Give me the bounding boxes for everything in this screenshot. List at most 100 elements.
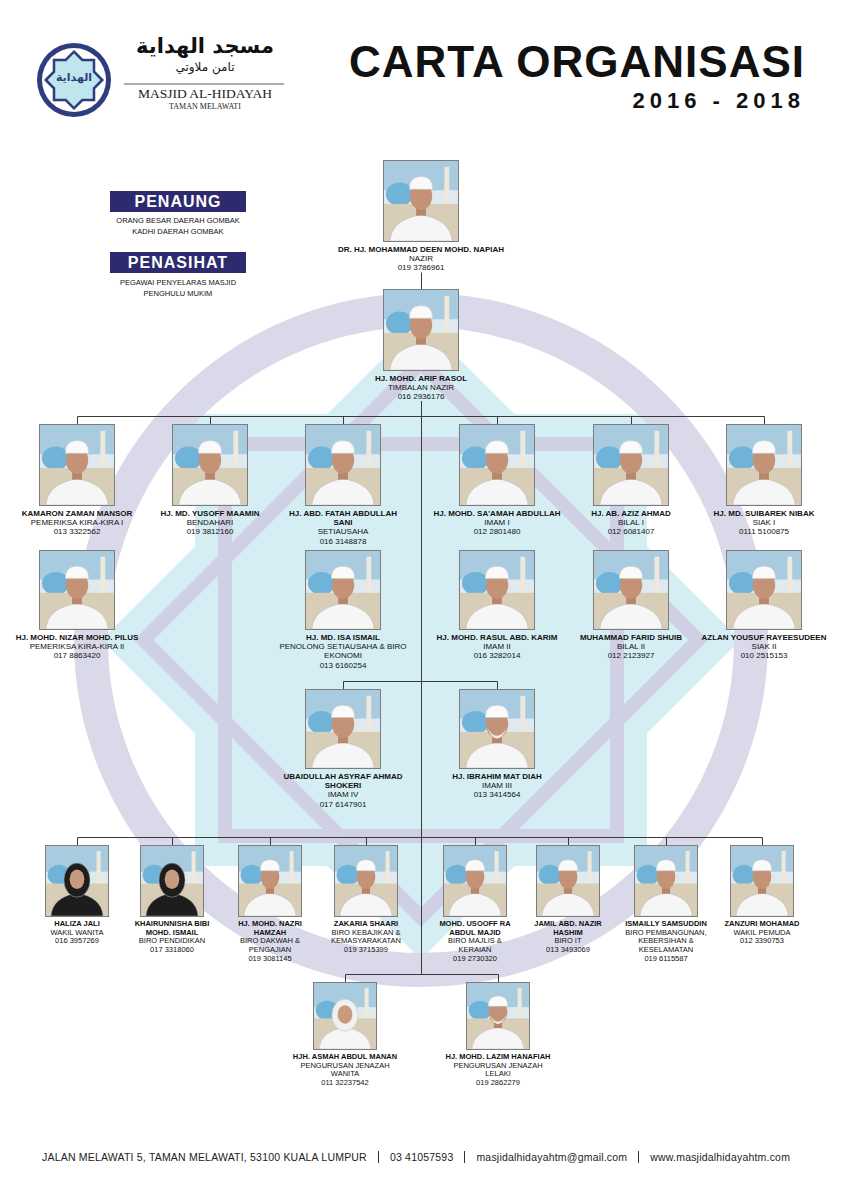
person-name: HALIZA JALI bbox=[33, 920, 121, 929]
photo-sky bbox=[460, 690, 534, 768]
portrait-photo bbox=[726, 424, 802, 506]
role-title: NAZIR bbox=[321, 254, 521, 263]
section-item: ORANG BESAR DAERAH GOMBAK bbox=[88, 217, 268, 226]
person-body bbox=[472, 1027, 524, 1049]
mosque-dome bbox=[596, 572, 623, 595]
mosque-minaret bbox=[444, 167, 449, 210]
person-body bbox=[600, 479, 662, 505]
person-name: KHAIRUNNISHA BIBI MOHD. ISMAIL bbox=[128, 920, 216, 937]
person-card: DR. HJ. MOHAMMAD DEEN MOHD. NAPIAHNAZIR0… bbox=[321, 160, 521, 273]
phone-number: 010 2515153 bbox=[700, 651, 828, 660]
person-body bbox=[733, 479, 795, 505]
phone-number: 017 3318060 bbox=[128, 946, 216, 955]
mosque-minaret bbox=[686, 851, 690, 889]
connector-line bbox=[422, 402, 667, 845]
logo-rule bbox=[124, 84, 284, 85]
portrait-photo bbox=[536, 845, 600, 917]
person-card: MOHD. USOOFF RA ABDUL MAJIDBIRO MAJLIS &… bbox=[431, 845, 519, 963]
portrait-image bbox=[727, 551, 801, 629]
photo-sky bbox=[537, 846, 599, 916]
mosque-dome bbox=[729, 446, 756, 469]
person-name: HJ. MOHD. ARIF RASOL bbox=[321, 374, 521, 383]
footer-text: masjidalhidayahtm@gmail.com bbox=[464, 1151, 638, 1163]
mosque-dome bbox=[539, 865, 562, 885]
kopiah-cap bbox=[752, 860, 772, 871]
emblem-ring bbox=[42, 48, 106, 112]
connector-line bbox=[422, 402, 569, 845]
phone-number: 019 3812160 bbox=[146, 527, 274, 536]
kopiah-cap bbox=[619, 566, 642, 578]
phone-number: 012 3390753 bbox=[718, 937, 806, 946]
person-body bbox=[390, 344, 452, 370]
person-card: HJ. MOHD. RASUL ABD. KARIMIMAM II016 328… bbox=[433, 550, 561, 661]
person-name: HJ. MD. ISA ISMAIL bbox=[279, 633, 407, 642]
role-title: BILAL I bbox=[567, 518, 695, 527]
phone-number: 013 6160254 bbox=[279, 661, 407, 670]
kopiah-cap bbox=[409, 306, 432, 319]
person-card: HJ. MD. SUIBAREK NIBAKSIAK I0111 5100875 bbox=[700, 424, 828, 537]
person-body bbox=[733, 603, 795, 629]
person-card: HJ. MOHD. NIZAR MOHD. PILUSPEMERIKSA KIR… bbox=[13, 550, 141, 661]
mosque-minaret bbox=[520, 557, 525, 599]
role-title: BENDAHARI bbox=[146, 518, 274, 527]
portrait-photo bbox=[334, 845, 398, 917]
phone-number: 011 32237542 bbox=[290, 1079, 400, 1088]
connector-line bbox=[422, 402, 498, 424]
portrait-image bbox=[460, 690, 534, 768]
mosque-dome bbox=[175, 446, 202, 469]
person-name: JAMIL ABD. NAZIR HASHIM bbox=[524, 920, 612, 937]
connector-line bbox=[78, 402, 422, 424]
phone-number: 019 3081145 bbox=[226, 955, 314, 964]
role-title: PENGURUSAN JENAZAH WANITA bbox=[290, 1062, 400, 1079]
connector-line bbox=[422, 402, 763, 845]
mosque-minaret bbox=[520, 431, 525, 474]
portrait-photo bbox=[383, 160, 459, 242]
person-card: ISMAILLY SAMSUDDINBIRO PEMBANGUNAN, KEBE… bbox=[622, 845, 710, 963]
section-item: PEGAWAI PENYELARAS MASJID bbox=[88, 279, 268, 288]
person-card: KHAIRUNNISHA BIBI MOHD. ISMAILBIRO PENDI… bbox=[128, 845, 216, 955]
person-card: HJ. MOHD. LAZIM HANAFIAHPENGURUSAN JENAZ… bbox=[443, 982, 553, 1088]
person-body bbox=[312, 742, 374, 768]
phone-number: 0111 5100875 bbox=[700, 527, 828, 536]
photo-sky bbox=[306, 551, 380, 629]
phone-number: 019 2730320 bbox=[431, 955, 519, 964]
person-card: ZAKARIA SHAARIBIRO KEBAJIKAN & KEMASYARA… bbox=[322, 845, 410, 955]
person-card: UBAIDULLAH ASYRAF AHMAD SHOKERIIMAM IV01… bbox=[279, 689, 407, 809]
role-title: SIAK II bbox=[700, 642, 828, 651]
band-heading: PENAUNG bbox=[134, 193, 221, 211]
face bbox=[165, 869, 180, 889]
portrait-photo bbox=[443, 845, 507, 917]
kopiah-cap bbox=[488, 996, 508, 1006]
portrait-image bbox=[40, 425, 114, 505]
person-body bbox=[179, 479, 241, 505]
person-body bbox=[542, 893, 594, 916]
mosque-minaret bbox=[495, 851, 499, 889]
mosque-dome bbox=[637, 865, 660, 885]
role-title: SETIAUSAHA bbox=[279, 527, 407, 536]
mosque-minaret bbox=[100, 557, 105, 599]
mosque-minaret bbox=[787, 557, 792, 599]
portrait-photo bbox=[305, 689, 381, 769]
portrait-image bbox=[460, 551, 534, 629]
portrait-image bbox=[594, 551, 668, 629]
photo-sky bbox=[306, 690, 380, 768]
photo-sky bbox=[46, 846, 108, 916]
phone-number: 016 3148878 bbox=[279, 537, 407, 546]
portrait-image bbox=[384, 290, 458, 370]
kopiah-cap bbox=[752, 441, 775, 454]
mosque-minaret bbox=[654, 557, 659, 599]
mosque-minaret bbox=[520, 696, 525, 738]
connector-line bbox=[271, 402, 422, 845]
portrait-image bbox=[460, 425, 534, 505]
phone-number: 012 2801480 bbox=[433, 527, 561, 536]
photo-sky bbox=[314, 983, 376, 1049]
kopiah-cap bbox=[65, 441, 88, 454]
mosque-dome bbox=[462, 711, 489, 734]
mosque-dome bbox=[308, 572, 335, 595]
logo-text: MASJID AL-HIDAYAH bbox=[118, 86, 292, 102]
portrait-image bbox=[306, 551, 380, 629]
mosque-minaret bbox=[233, 431, 238, 474]
footer-text: www.masjidalhidayahtm.com bbox=[638, 1151, 801, 1163]
role-title: TIMBALAN NAZIR bbox=[321, 383, 521, 392]
mosque-minaret bbox=[100, 431, 105, 474]
